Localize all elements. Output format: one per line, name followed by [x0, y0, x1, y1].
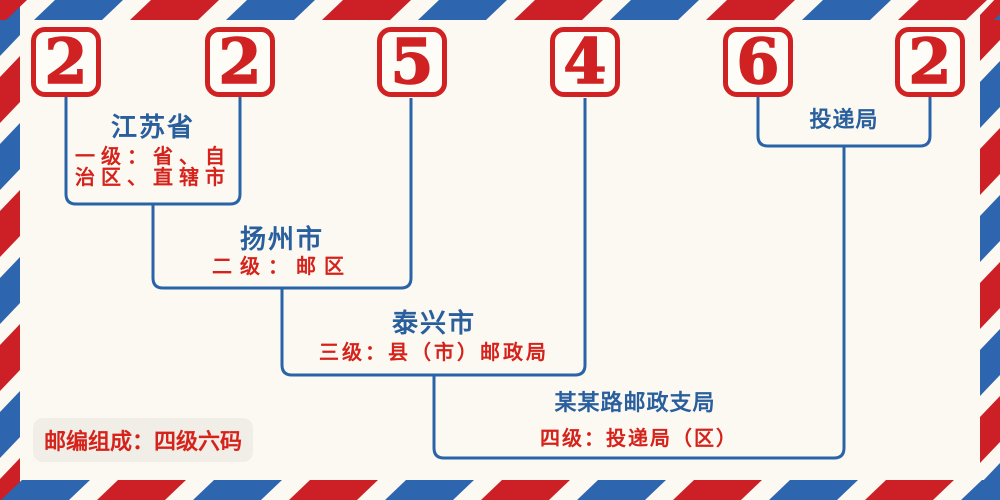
digit-box-6: 2	[895, 27, 965, 97]
stripe-red	[980, 262, 1000, 329]
stripe-red	[980, 128, 1000, 195]
stripe-red	[97, 480, 186, 500]
digit-box-3: 5	[377, 27, 447, 97]
stripe-blue	[610, 0, 699, 20]
stripe-red	[0, 56, 20, 123]
digit-3: 5	[390, 25, 435, 98]
stripe-red	[289, 480, 378, 500]
label-level2-name: 扬州市	[239, 224, 325, 254]
stripe-red	[0, 190, 20, 257]
stripe-blue	[0, 123, 20, 190]
stripe-blue	[34, 0, 123, 20]
stripe-red	[322, 0, 411, 20]
digit-box-5: 6	[723, 27, 793, 97]
digit-box-1: 2	[31, 27, 101, 97]
digit-box-2: 2	[205, 27, 275, 97]
stripe-red	[865, 480, 954, 500]
stripe-red	[130, 0, 219, 20]
stripe-blue	[802, 0, 891, 20]
stripe-red	[980, 0, 1000, 61]
label-level1-desc-line1: 一级：省、自	[75, 146, 231, 168]
airmail-stripe-top	[0, 0, 1000, 20]
stripe-blue	[193, 480, 282, 500]
stripe-blue	[994, 14, 1000, 20]
label-delivery-office: 投递局	[809, 107, 879, 132]
stripe-blue	[980, 61, 1000, 128]
stripe-blue	[418, 0, 507, 20]
digit-6: 2	[908, 25, 953, 98]
bracket-level4	[432, 146, 846, 460]
stripe-blue	[385, 480, 474, 500]
stripe-blue	[577, 480, 666, 500]
digit-1: 2	[44, 25, 89, 98]
connector-lines-group	[64, 97, 932, 460]
label-level2-desc: 二级：邮区	[212, 256, 352, 278]
stripe-red	[706, 0, 795, 20]
bracket-delivery	[756, 97, 932, 148]
stripe-blue	[1, 480, 90, 500]
label-level4-desc: 四级：投递局（区）	[540, 428, 738, 450]
stripe-red	[514, 0, 603, 20]
airmail-stripe-bottom	[1, 480, 1000, 500]
stripe-blue	[0, 257, 20, 324]
stripe-red	[0, 324, 20, 391]
label-level4-name: 某某路邮政支局	[554, 390, 716, 415]
stripe-blue	[226, 0, 315, 20]
stripe-blue	[0, 391, 20, 458]
stripe-red	[673, 480, 762, 500]
digit-5: 6	[736, 25, 781, 98]
stripe-blue	[769, 480, 858, 500]
label-level1-desc-line2: 治区、直辖市	[75, 167, 231, 189]
stripe-blue	[980, 329, 1000, 396]
footer-badge: 邮编组成：四级六码	[33, 418, 253, 462]
label-level3-name: 泰兴市	[391, 308, 477, 338]
label-level3-desc: 三级：县（市）邮政局	[319, 342, 549, 364]
label-level1-name: 江苏省	[110, 112, 196, 142]
stripe-red	[980, 396, 1000, 463]
stripe-red	[481, 480, 570, 500]
stripe-blue	[961, 480, 1000, 500]
stripe-blue	[980, 195, 1000, 262]
footer-badge-text: 邮编组成：四级六码	[43, 429, 242, 454]
digit-2: 2	[218, 25, 263, 98]
digit-box-4: 4	[550, 27, 620, 97]
stripe-red	[0, 0, 27, 20]
airmail-stripe-right	[980, 0, 1000, 500]
stripe-red	[898, 0, 987, 20]
digit-4: 4	[563, 25, 608, 98]
